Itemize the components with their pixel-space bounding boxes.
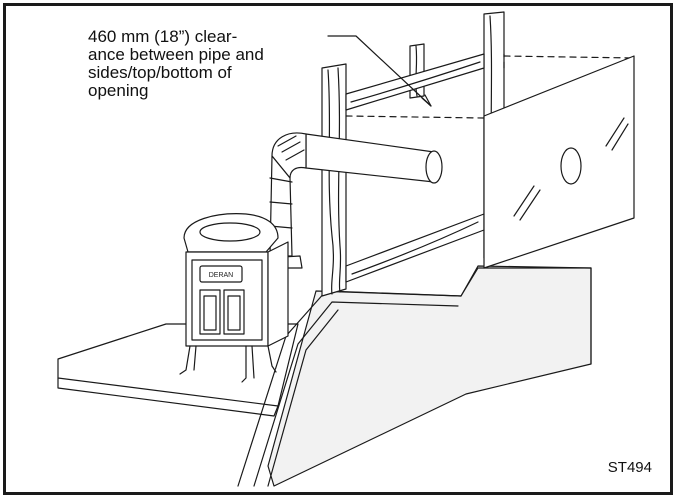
- stove-brand-label: DERAN: [209, 272, 234, 279]
- wall-surface: [267, 265, 592, 487]
- figure-frame: DERAN 460 mm (18”) clear- ance between p…: [3, 3, 673, 495]
- callout-leader: [327, 35, 432, 107]
- thimble-hole: [560, 147, 582, 185]
- clearance-callout-text: 460 mm (18”) clear- ance between pipe an…: [88, 27, 264, 100]
- wood-stove: DERAN: [179, 213, 289, 383]
- wall-panel: [483, 55, 635, 269]
- wall-cut-edge: [237, 267, 592, 487]
- clearance-lines: [345, 53, 635, 119]
- installation-illustration: DERAN: [57, 11, 635, 487]
- figure-id-label: ST494: [607, 459, 652, 476]
